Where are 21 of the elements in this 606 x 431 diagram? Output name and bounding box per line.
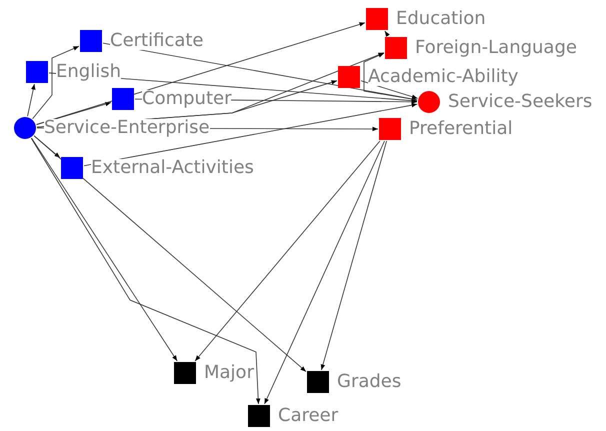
node-label: Service-Enterprise: [44, 119, 210, 137]
node-label: English: [56, 63, 121, 81]
arrow: [30, 138, 260, 404]
node-label: Computer: [142, 90, 232, 108]
node-label: Major: [204, 364, 254, 382]
arrow: [364, 52, 418, 100]
arrow: [384, 30, 390, 37]
arrow: [194, 140, 380, 362]
node-label: Foreign-Language: [415, 39, 577, 57]
arrow: [31, 138, 178, 362]
node-label: Academic-Ability: [368, 68, 518, 86]
arrow: [102, 42, 418, 102]
arrow: [34, 135, 60, 158]
arrow: [264, 140, 385, 404]
arrow: [36, 22, 366, 125]
node-label: Certificate: [110, 32, 204, 50]
arrow: [27, 84, 36, 117]
arrow: [32, 46, 80, 120]
arrow: [34, 135, 306, 372]
arrow: [320, 140, 387, 370]
arrow: [84, 103, 418, 166]
